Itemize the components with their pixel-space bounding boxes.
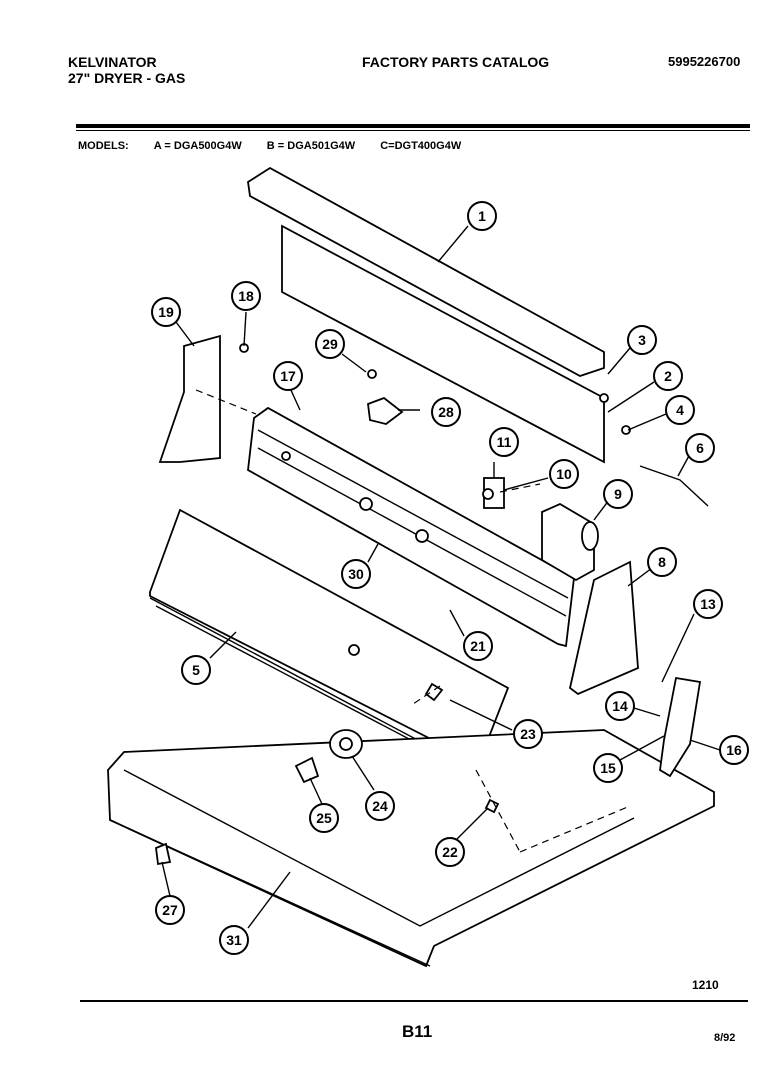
part-side-trim xyxy=(568,560,639,696)
part-timer xyxy=(541,502,599,582)
callout-27: 27 xyxy=(155,895,185,925)
svg-text:30: 30 xyxy=(348,566,364,582)
callout-22: 22 xyxy=(435,837,465,867)
brand-name: KELVINATOR xyxy=(68,54,157,70)
svg-text:19: 19 xyxy=(158,304,174,320)
callout-14: 14 xyxy=(605,691,635,721)
callout-16: 16 xyxy=(719,735,749,765)
part-switch xyxy=(482,477,505,509)
callout-24: 24 xyxy=(365,791,395,821)
svg-text:21: 21 xyxy=(470,638,486,654)
model-b: B = DGA501G4W xyxy=(266,140,356,152)
part-left-bracket xyxy=(158,334,221,463)
svg-text:6: 6 xyxy=(696,440,704,456)
callout-18: 18 xyxy=(231,281,261,311)
alignment-lines xyxy=(195,389,631,853)
svg-text:28: 28 xyxy=(438,404,454,420)
svg-text:27: 27 xyxy=(162,902,178,918)
diagram-number: 1210 xyxy=(692,978,719,992)
callout-3: 3 xyxy=(627,325,657,355)
callout-21: 21 xyxy=(463,631,493,661)
brand-block: KELVINATOR 27" DRYER - GAS xyxy=(68,54,185,86)
svg-text:14: 14 xyxy=(612,698,628,714)
part-clip xyxy=(367,396,404,425)
svg-text:24: 24 xyxy=(372,798,388,814)
callout-10: 10 xyxy=(549,459,579,489)
svg-text:17: 17 xyxy=(280,368,296,384)
callout-13: 13 xyxy=(693,589,723,619)
svg-text:31: 31 xyxy=(226,932,242,948)
svg-text:1: 1 xyxy=(478,208,486,224)
svg-text:5: 5 xyxy=(192,662,200,678)
svg-text:25: 25 xyxy=(316,810,332,826)
part-rear-panel xyxy=(281,224,605,464)
callout-4: 4 xyxy=(665,395,695,425)
callout-29: 29 xyxy=(315,329,345,359)
svg-text:18: 18 xyxy=(238,288,254,304)
part-hinge-arm xyxy=(659,676,702,778)
callout-31: 31 xyxy=(219,925,249,955)
svg-text:29: 29 xyxy=(322,336,338,352)
svg-text:9: 9 xyxy=(614,486,622,502)
callout-11: 11 xyxy=(489,427,519,457)
callout-28: 28 xyxy=(431,397,461,427)
callout-2: 2 xyxy=(653,361,683,391)
part-top-cover xyxy=(247,166,605,377)
part-cabinet-top xyxy=(107,729,715,968)
page-number: B11 xyxy=(402,1022,433,1041)
svg-text:10: 10 xyxy=(556,466,572,482)
models-label: MODELS: xyxy=(78,140,129,152)
svg-text:16: 16 xyxy=(726,742,742,758)
catalog-title: FACTORY PARTS CATALOG xyxy=(362,54,550,70)
callout-5: 5 xyxy=(181,655,211,685)
leader-lines xyxy=(161,225,721,929)
callout-17: 17 xyxy=(273,361,303,391)
product-name: 27" DRYER - GAS xyxy=(68,70,186,86)
callout-23: 23 xyxy=(513,719,543,749)
model-c: C=DGT400G4W xyxy=(380,140,462,152)
callout-1: 1 xyxy=(467,201,497,231)
svg-text:3: 3 xyxy=(638,332,646,348)
callout-15: 15 xyxy=(593,753,623,783)
part-control-panel xyxy=(247,406,575,648)
svg-text:15: 15 xyxy=(600,760,616,776)
callout-8: 8 xyxy=(647,547,677,577)
svg-text:23: 23 xyxy=(520,726,536,742)
svg-text:4: 4 xyxy=(676,402,684,418)
part-small-hardware xyxy=(155,343,709,866)
footer-rule xyxy=(80,1000,748,1002)
header-rule xyxy=(76,124,750,128)
svg-text:8: 8 xyxy=(658,554,666,570)
model-a: A = DGA500G4W xyxy=(153,140,242,152)
callout-9: 9 xyxy=(603,479,633,509)
part-knob xyxy=(294,729,363,784)
models-line: MODELS: A = DGA500G4W B = DGA501G4W C=DG… xyxy=(78,140,483,152)
svg-text:2: 2 xyxy=(664,368,672,384)
callout-25: 25 xyxy=(309,803,339,833)
svg-text:13: 13 xyxy=(700,596,716,612)
catalog-date: 8/92 xyxy=(714,1032,736,1044)
svg-text:11: 11 xyxy=(497,434,512,450)
callout-19: 19 xyxy=(151,297,181,327)
svg-text:22: 22 xyxy=(442,844,458,860)
callout-6: 6 xyxy=(685,433,715,463)
callout-30: 30 xyxy=(341,559,371,589)
catalog-part-number: 5995226700 xyxy=(668,54,741,69)
header-rule-thin xyxy=(76,130,750,131)
